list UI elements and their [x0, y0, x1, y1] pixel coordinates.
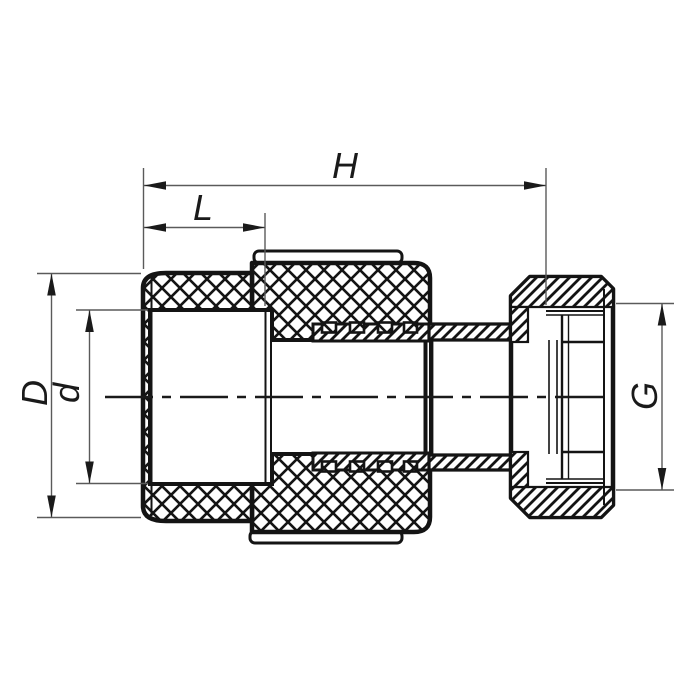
dimension-l: L: [144, 187, 266, 306]
dimension-g: G: [616, 302, 674, 491]
fitting-body: [140, 249, 563, 545]
l-arrow-left: [144, 223, 166, 232]
d-inner-arrow-top: [85, 310, 94, 332]
d-outer-arrow-top: [47, 273, 56, 296]
dimensions: H L D d: [14, 145, 674, 519]
h-arrow-right: [524, 181, 546, 190]
h-label: H: [332, 145, 359, 186]
nut-wall-top: [509, 275, 615, 309]
dimension-h: H: [142, 145, 547, 305]
h-arrow-left: [144, 181, 166, 190]
g-arrow-bottom: [657, 468, 667, 490]
nut-left-wall-top: [509, 305, 530, 344]
d-outer-arrow-bottom: [47, 495, 56, 518]
d-outer-label: D: [14, 380, 55, 406]
g-label: G: [624, 382, 665, 410]
l-label: L: [193, 187, 213, 228]
l-arrow-right: [243, 223, 265, 232]
dimension-d-outer: D: [14, 272, 141, 519]
insert-teeth-top: [311, 321, 432, 343]
nut-wall-bottom: [509, 485, 615, 519]
insert-teeth-bottom: [311, 451, 432, 473]
d-inner-arrow-bottom: [85, 461, 94, 484]
g-arrow-top: [657, 303, 667, 326]
dimension-d-inner: d: [46, 309, 148, 485]
nut-left-wall-bottom: [509, 450, 530, 489]
d-inner-label: d: [46, 382, 87, 403]
